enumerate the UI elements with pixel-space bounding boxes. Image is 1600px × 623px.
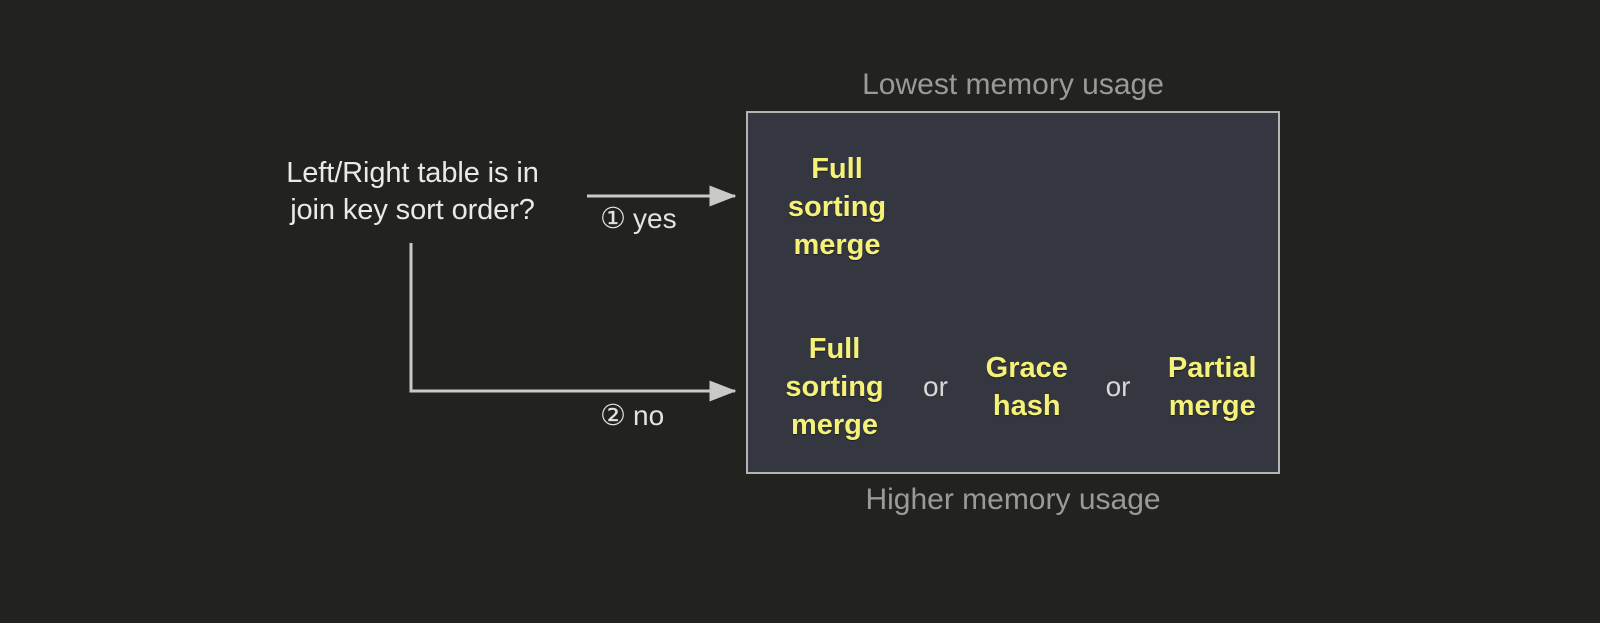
- branch-text-yes: yes: [633, 203, 677, 234]
- outcome-full-sorting-merge-yes: Full sorting merge: [787, 152, 887, 262]
- outcome-row-no: Full sorting merge or Grace hash or Part…: [748, 317, 1278, 457]
- arrow-no: [409, 243, 737, 402]
- conjunction-or-2: or: [1105, 371, 1131, 402]
- branch-marker-2: ②: [600, 400, 626, 432]
- conjunction-or-1: or: [923, 371, 948, 402]
- branch-marker-1: ①: [600, 203, 626, 235]
- outcome-row-yes: Full sorting merge: [748, 137, 1278, 277]
- branch-text-no: no: [633, 400, 665, 431]
- caption-higher-memory: Higher memory usage: [865, 483, 1161, 516]
- decision-question: Left/Right table is in join key sort ord…: [286, 157, 539, 226]
- outcome-grace-hash: Grace hash: [985, 351, 1068, 422]
- outcomes-panel: Full sorting merge Full sorting merge or…: [746, 111, 1280, 474]
- outcome-partial-merge: Partial merge: [1167, 351, 1257, 422]
- outcome-full-sorting-merge-no: Full sorting merge: [785, 332, 884, 442]
- caption-lowest-memory: Lowest memory usage: [862, 68, 1164, 101]
